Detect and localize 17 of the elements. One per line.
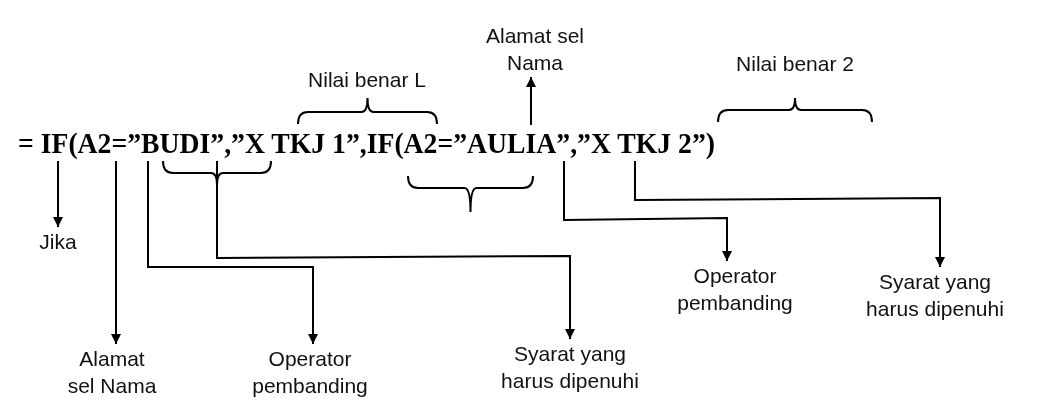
arrow xyxy=(53,160,63,228)
annotation-text: Alamat sel Nama xyxy=(67,345,157,399)
arrow xyxy=(147,160,318,345)
bracket-label: Nilai benar 2 xyxy=(735,51,855,77)
annotation-text: Operator pembanding xyxy=(665,262,805,316)
bracket-label: Nilai benar L xyxy=(307,67,427,93)
annotation-text: Syarat yang harus dipenuhi xyxy=(855,268,1015,322)
annotation-text: Jika xyxy=(28,228,88,255)
arrow xyxy=(111,160,121,345)
arrow xyxy=(563,160,732,262)
annotation-text: Operator pembanding xyxy=(240,345,380,399)
formula-text: = IF(A2=”BUDI”,”X TKJ 1”,IF(A2=”AULIA”,”X TKJ 2”) xyxy=(18,126,715,160)
arrow xyxy=(634,160,945,268)
arrow xyxy=(526,76,536,126)
arrow xyxy=(216,160,575,340)
annotation-text: Alamat sel Nama xyxy=(475,22,595,76)
annotation-text: Syarat yang harus dipenuhi xyxy=(490,340,650,394)
